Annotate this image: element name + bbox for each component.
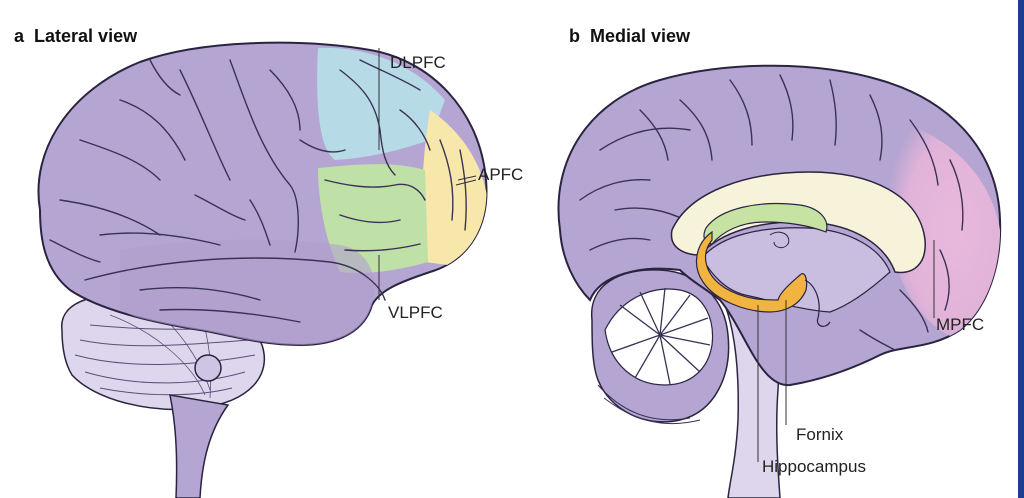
label-vlpfc: VLPFC [388, 303, 443, 322]
lateral-brain [37, 41, 488, 498]
vlpfc-region [318, 164, 428, 273]
panel-b-label: b Medial view [569, 26, 690, 47]
medial-cerebellum [591, 269, 730, 425]
label-apfc: APFC [478, 165, 523, 184]
label-dlpfc: DLPFC [390, 53, 446, 72]
lateral-leader-lines [378, 48, 477, 300]
panel-b-title: Medial view [590, 26, 691, 46]
medial-leader-lines [757, 240, 935, 462]
frame-edge [1018, 0, 1024, 498]
panel-a-title: Lateral view [34, 26, 138, 46]
label-hippocampus: Hippocampus [762, 457, 866, 476]
label-fornix: Fornix [796, 425, 844, 444]
corpus-callosum [670, 171, 926, 274]
apfc-region [421, 110, 487, 266]
lateral-brainstem [169, 394, 230, 498]
thalamus-area [701, 227, 891, 313]
dlpfc-region [317, 47, 445, 160]
medial-brain [557, 64, 1002, 498]
panel-a-letter: a [14, 26, 25, 46]
label-mpfc: MPFC [936, 315, 984, 334]
medial-sulci [579, 74, 964, 351]
lateral-sulci [49, 59, 467, 323]
mpfc-region [884, 120, 1001, 340]
panel-a-label: a Lateral view [14, 26, 137, 47]
fornix-region [703, 202, 828, 245]
hippocampus-region [695, 230, 808, 313]
panel-b-letter: b [569, 26, 580, 46]
